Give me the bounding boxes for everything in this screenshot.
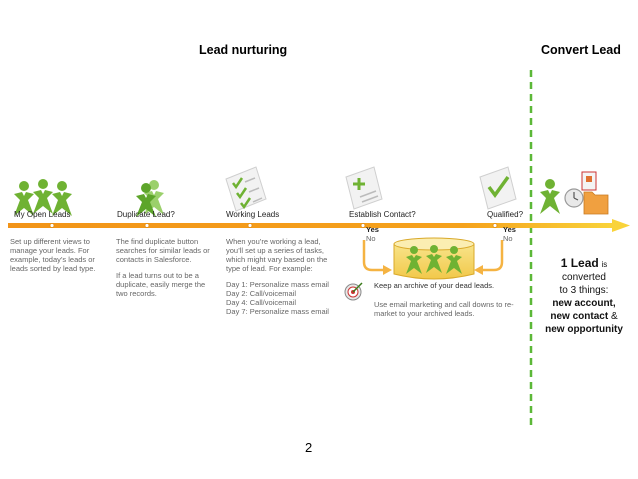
new-account-icon bbox=[581, 171, 609, 215]
convert-lead-summary: 1 Lead is converted to 3 things: new acc… bbox=[536, 257, 632, 336]
target-icon bbox=[344, 282, 363, 301]
convert-line-4: new account, bbox=[552, 298, 616, 309]
working-day-3: Day 4: Call/voicemail bbox=[226, 298, 297, 307]
convert-lead-header: Convert Lead bbox=[541, 43, 621, 57]
convert-line-3: to 3 things: bbox=[559, 285, 609, 296]
stage-label-working-leads: Working Leads bbox=[226, 210, 280, 219]
lead-nurturing-header: Lead nurturing bbox=[199, 43, 288, 57]
approved-document-icon bbox=[479, 166, 517, 210]
working-day-2: Day 2: Call/voicemail bbox=[226, 289, 297, 298]
establish-contact-no: No bbox=[366, 234, 376, 243]
timeline-arrow bbox=[8, 219, 630, 232]
duplicate-text-1: The find duplicate button searches for s… bbox=[116, 237, 210, 264]
new-opportunity-icon bbox=[564, 188, 584, 208]
people-group-icon bbox=[14, 179, 72, 216]
qualified-yes: Yes bbox=[503, 225, 516, 234]
stage-label-qualified: Qualified? bbox=[487, 210, 524, 219]
working-day-4: Day 7: Personalize mass email bbox=[226, 307, 329, 316]
convert-line-1: 1 Lead is bbox=[536, 257, 632, 271]
archive-flow-graphic bbox=[362, 237, 504, 280]
archived-leads-people-icon bbox=[406, 245, 462, 274]
one-lead-text: 1 Lead bbox=[560, 256, 599, 270]
ampersand-text: & bbox=[610, 311, 618, 322]
open-leads-description: Set up different views to manage your le… bbox=[10, 237, 105, 280]
convert-line-6: new opportunity bbox=[545, 324, 623, 335]
convert-result-icons bbox=[540, 171, 609, 215]
duplicate-lead-description: The find duplicate button searches for s… bbox=[116, 237, 216, 305]
working-text: When you’re working a lead, you’ll set u… bbox=[226, 237, 328, 273]
checklist-icon bbox=[225, 166, 267, 212]
open-leads-text: Set up different views to manage your le… bbox=[10, 237, 96, 273]
is-text: is bbox=[601, 260, 608, 269]
qualified-no: No bbox=[503, 234, 513, 243]
duplicate-people-icon bbox=[136, 180, 164, 217]
new-contact-icon bbox=[540, 179, 560, 214]
archive-title: Keep an archive of your dead leads. bbox=[374, 281, 495, 290]
stage-label-establish-contact: Establish Contact? bbox=[349, 210, 416, 219]
convert-line-2: converted bbox=[562, 272, 606, 283]
duplicate-text-2: If a lead turns out to be a duplicate, e… bbox=[116, 271, 206, 298]
stage-label-my-open-leads: My Open Leads bbox=[14, 210, 71, 219]
working-leads-description: When you’re working a lead, you’ll set u… bbox=[226, 237, 338, 316]
stage-label-duplicate-lead: Duplicate Lead? bbox=[117, 210, 175, 219]
add-document-icon bbox=[345, 166, 383, 210]
working-day-1: Day 1: Personalize mass email bbox=[226, 280, 329, 289]
convert-divider-line bbox=[529, 70, 533, 430]
convert-line-5: new contact & bbox=[536, 310, 632, 323]
establish-contact-yes: Yes bbox=[366, 225, 379, 234]
page-number: 2 bbox=[305, 440, 313, 455]
new-contact-text: new contact bbox=[550, 311, 609, 322]
archive-description: Use email marketing and call downs to re… bbox=[374, 300, 514, 318]
